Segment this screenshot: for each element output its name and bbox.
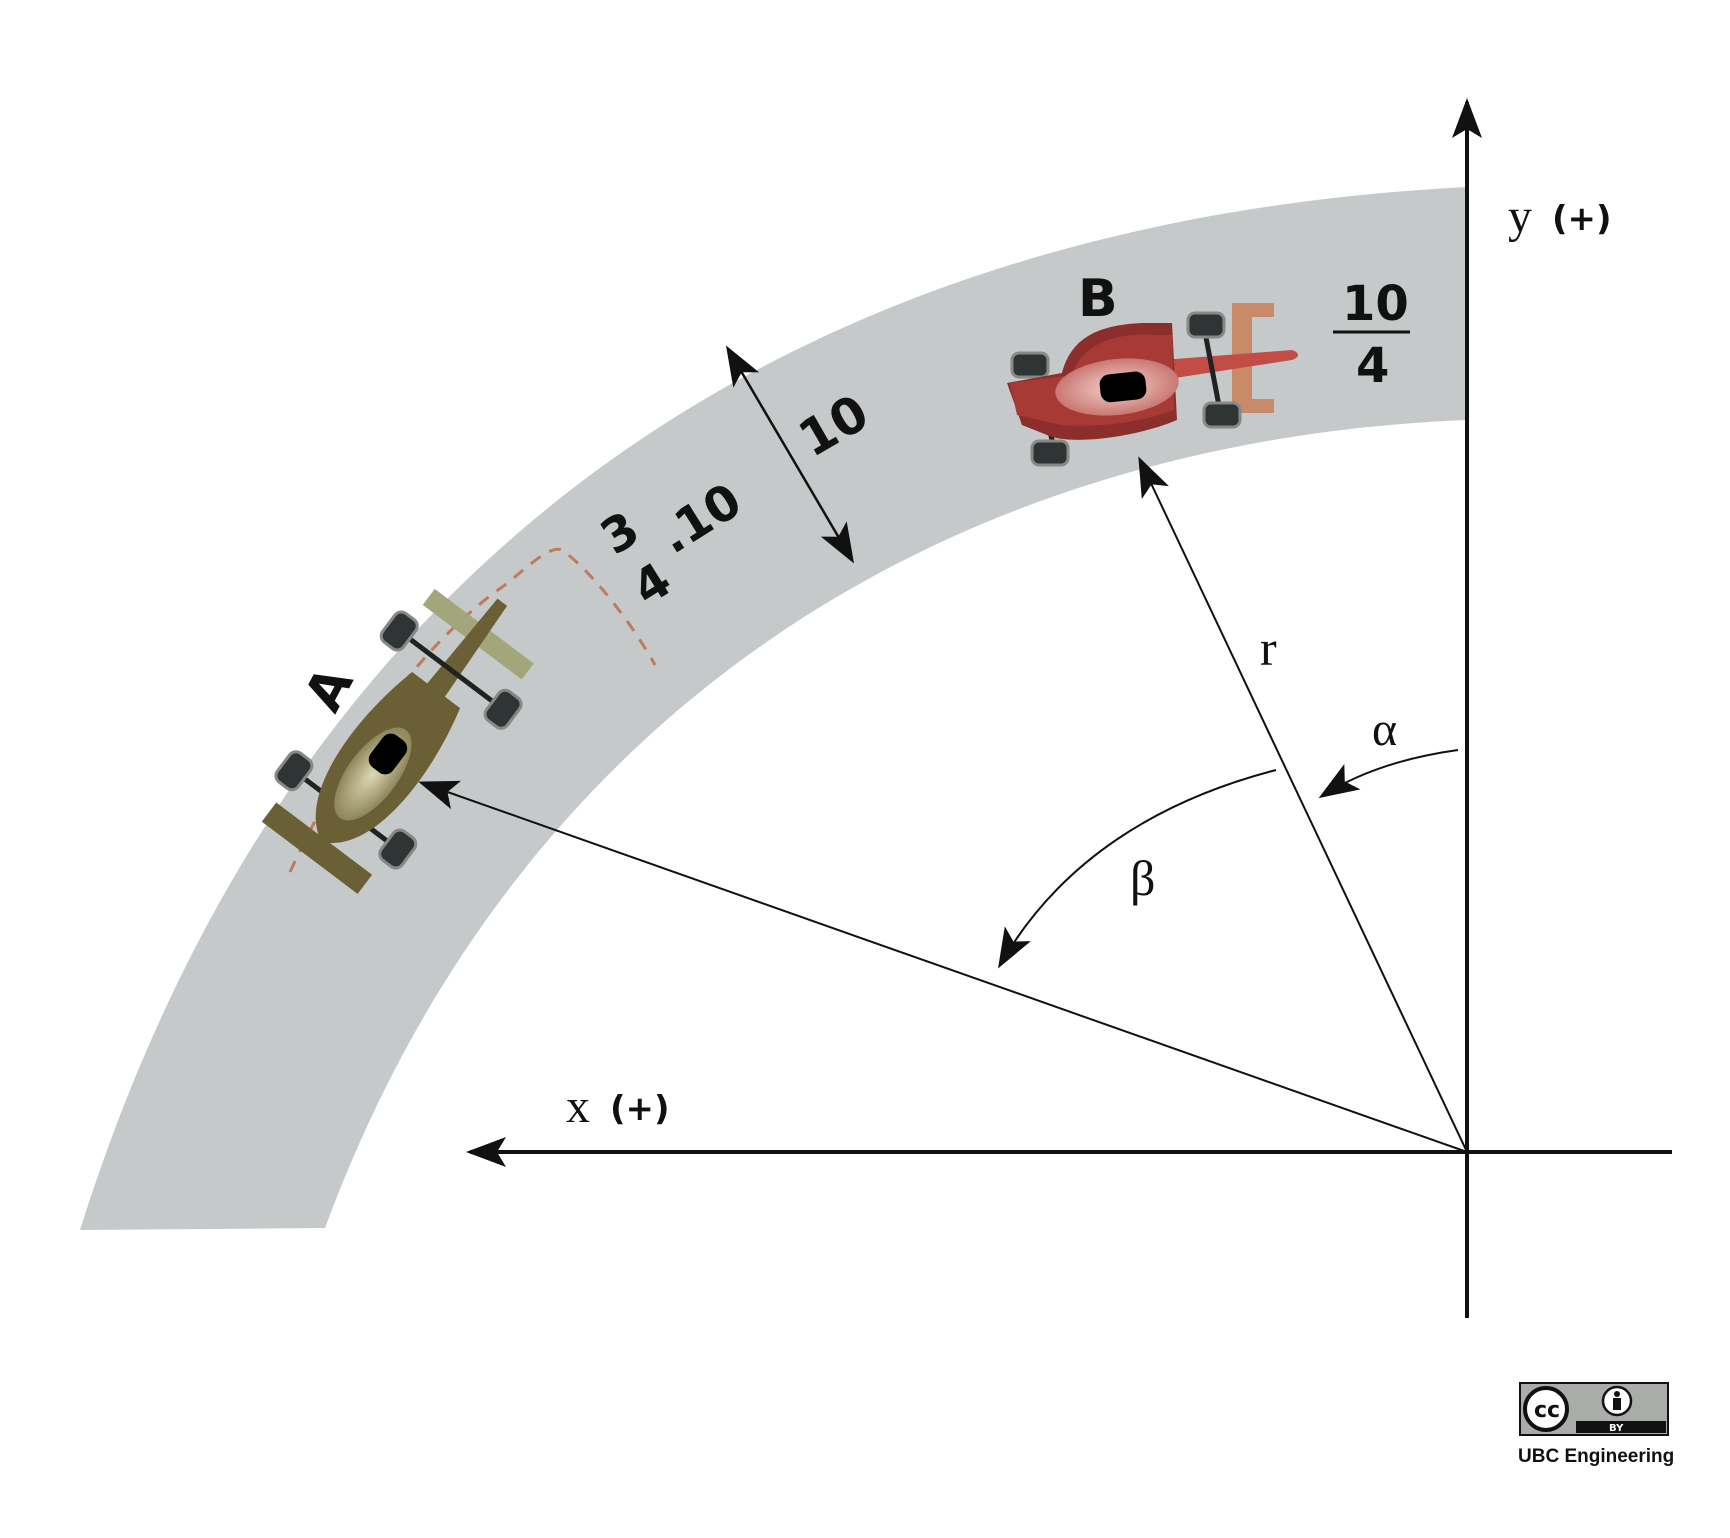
position-vector-a bbox=[418, 780, 1468, 1153]
cc-logo-text: cc bbox=[1534, 1398, 1560, 1423]
alpha-label: α bbox=[1372, 703, 1397, 756]
race-track bbox=[80, 187, 1467, 1230]
beta-label: β bbox=[1130, 850, 1155, 906]
credit-text: UBC Engineering bbox=[1518, 1446, 1674, 1467]
position-vector-b bbox=[1138, 456, 1468, 1153]
alpha-arc bbox=[1318, 749, 1459, 799]
beta-arc bbox=[998, 769, 1277, 969]
track-width-arrow bbox=[725, 345, 855, 564]
fraction-b-numerator: 10 bbox=[1342, 276, 1409, 332]
license-badge: cc BY bbox=[1519, 1382, 1669, 1436]
x-axis-label: x bbox=[566, 1080, 590, 1133]
by-text: BY bbox=[1609, 1423, 1624, 1434]
car-b bbox=[1007, 303, 1298, 467]
x-axis-sign: (+) bbox=[610, 1089, 670, 1129]
car-b-label: B bbox=[1078, 269, 1118, 329]
y-axis-sign: (+) bbox=[1552, 199, 1612, 239]
y-axis-label: y bbox=[1508, 190, 1532, 243]
car-a bbox=[261, 588, 534, 894]
radius-label: r bbox=[1260, 620, 1277, 676]
fraction-b-denominator: 4 bbox=[1356, 338, 1389, 394]
